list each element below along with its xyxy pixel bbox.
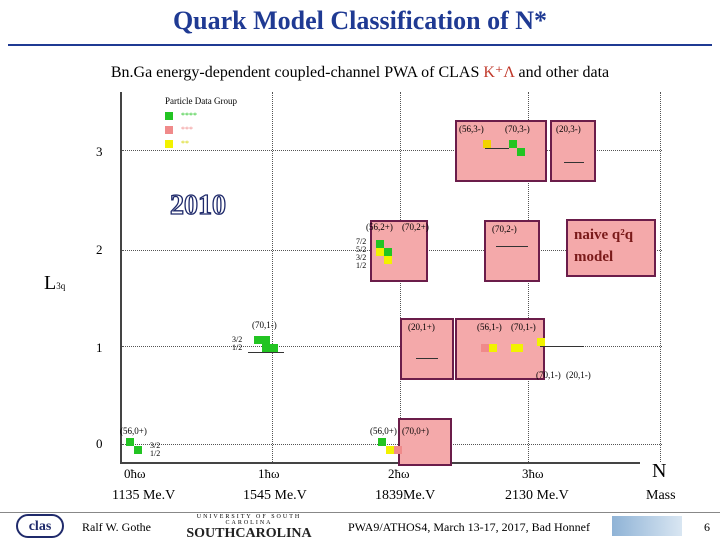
- legend-item-4star: ****: [165, 111, 237, 120]
- page-title: Quark Model Classification of N*: [172, 6, 548, 35]
- state-green: [262, 344, 270, 352]
- mass-1135: 1135 Me.V: [112, 488, 176, 503]
- page-number: 6: [704, 520, 710, 534]
- state-yellow: [489, 344, 497, 352]
- year-label: 2010: [169, 189, 226, 221]
- grid-line-l1: [122, 346, 662, 347]
- naive-line2: model: [574, 249, 614, 265]
- footer-rule: [0, 512, 720, 513]
- usc-logo: UNIVERSITY OF SOUTH CAROLINA SOUTHCAROLI…: [186, 514, 312, 541]
- box-l2-56-70: (56,2+) (70,2+): [366, 220, 429, 282]
- state-yellow: [384, 256, 392, 264]
- state-yellow: [376, 248, 384, 256]
- legend-swatch-yellow: [165, 139, 173, 148]
- subtitle-prefix: Bn.Ga energy-dependent coupled-channel P…: [110, 64, 484, 81]
- state-pink: [394, 446, 402, 454]
- subtitle: Bn.Ga energy-dependent coupled-channel P…: [0, 62, 720, 82]
- mass-2130: 2130 Me.V: [505, 488, 569, 503]
- footer-author: Ralf W. Gothe: [82, 520, 151, 534]
- legend-swatch-pink: [165, 125, 173, 134]
- state-yellow: [386, 446, 394, 454]
- tag-l0-56b: (56,0+): [370, 426, 397, 436]
- mass-1545: 1545 Me.V: [243, 488, 307, 503]
- subtitle-suffix: and other data: [514, 64, 610, 81]
- legend: Particle Data Group **** *** **: [165, 96, 237, 148]
- state-green: [384, 248, 392, 256]
- x-tick-3hw: 3ħω: [522, 466, 544, 481]
- state-green: [509, 140, 517, 148]
- grid-line-l0: [122, 444, 662, 445]
- box-l1-56-70: (56,1-) (70,1-): [455, 318, 545, 380]
- tag-l1-70c: (70,1-): [536, 370, 561, 380]
- footer-conference: PWA9/ATHOS4, March 13-17, 2017, Bad Honn…: [348, 520, 590, 534]
- box-l3-56-70: (56,3-) (70,3-): [455, 120, 547, 182]
- y-axis-label: L3q: [44, 272, 66, 294]
- state-green: [262, 336, 270, 344]
- box-l3-20: (20,3-): [550, 120, 596, 182]
- state-green: [134, 446, 142, 454]
- conference-logo: [612, 516, 682, 536]
- level-line: [540, 346, 584, 347]
- level-line: [485, 148, 509, 149]
- state-yellow: [537, 338, 545, 346]
- state-yellow: [511, 344, 523, 352]
- grid-line-l3: [122, 150, 662, 151]
- state-green: [254, 336, 262, 344]
- box-l1-20: (20,1+): [400, 318, 454, 380]
- title-rule: [8, 44, 712, 46]
- state-pink: [481, 344, 489, 352]
- box-l0-56-70: (70,0+): [378, 418, 452, 466]
- state-green: [517, 148, 525, 156]
- x-tick-2hw: 2ħω: [388, 466, 410, 481]
- subtitle-highlight: K⁺Λ: [483, 64, 515, 81]
- state-green: [270, 344, 278, 352]
- y-tick-1: 1: [96, 340, 103, 355]
- grid-line-4hw: [660, 92, 661, 462]
- x-axis-line: [120, 462, 640, 464]
- grid-line-1hw: [272, 92, 273, 462]
- legend-item-3star: ***: [165, 125, 237, 134]
- state-green: [378, 438, 386, 446]
- legend-title: Particle Data Group: [165, 96, 237, 106]
- mass-axis-label: Mass: [646, 488, 676, 503]
- tag-l1-70: (70,1-): [252, 320, 277, 330]
- mass-1839: 1839Me.V: [375, 488, 436, 503]
- x-tick-0hw: 0ħω: [124, 466, 146, 481]
- state-green: [376, 240, 384, 248]
- legend-item-2star: **: [165, 139, 237, 148]
- level-line: [248, 352, 284, 353]
- state-green: [126, 438, 134, 446]
- y-tick-2: 2: [96, 242, 103, 257]
- legend-swatch-green: [165, 111, 173, 120]
- tag-l1-20b: (20,1-): [566, 370, 591, 380]
- tag-l0-56: (56,0+): [120, 426, 147, 436]
- state-yellow: [483, 140, 491, 148]
- x-tick-1hw: 1ħω: [258, 466, 280, 481]
- y-tick-0: 0: [96, 436, 103, 451]
- naive-line1: naive q²q: [574, 227, 634, 243]
- y-tick-3: 3: [96, 144, 103, 159]
- y-axis-line: [120, 92, 122, 464]
- x-axis-end-label: N: [652, 460, 667, 482]
- box-l2-70m: (70,2-): [484, 220, 540, 282]
- naive-model-box: naive q²q model: [566, 219, 656, 277]
- clas-logo: clas: [16, 514, 64, 538]
